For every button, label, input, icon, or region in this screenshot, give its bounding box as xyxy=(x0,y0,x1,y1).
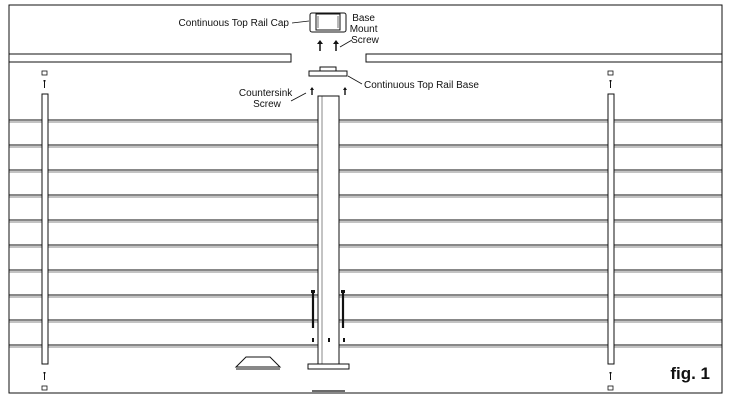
left-post-bottom-cap xyxy=(41,385,48,391)
center-post-base-plate xyxy=(307,363,350,392)
leader-base-mount-screw xyxy=(339,39,353,48)
center-post xyxy=(317,95,340,365)
base-cover xyxy=(234,356,282,370)
top-rail-cap xyxy=(309,12,347,33)
top-rail-right xyxy=(365,53,723,63)
label-top-rail-cap: Continuous Top Rail Cap xyxy=(179,18,290,29)
top-rail-base xyxy=(308,66,348,77)
label-base-mount-screw: Base Mount Screw xyxy=(350,13,381,46)
left-end-post xyxy=(41,70,49,391)
diagram-frame xyxy=(8,4,723,394)
countersink-screws xyxy=(310,87,347,95)
label-countersink-screw: Countersink Screw xyxy=(239,88,295,110)
leader-top-rail-base xyxy=(347,75,363,85)
cable-group xyxy=(9,119,722,348)
leader-top-rail-cap xyxy=(291,20,310,24)
figure-label: fig. 1 xyxy=(670,364,710,383)
left-post-top-cap xyxy=(41,70,48,76)
right-post-top-cap xyxy=(607,70,614,76)
right-post-bottom-cap xyxy=(607,385,614,391)
base-mount-screws xyxy=(317,40,339,51)
label-top-rail-base: Continuous Top Rail Base xyxy=(364,80,479,91)
lag-screws xyxy=(311,290,345,342)
right-end-post xyxy=(607,70,615,391)
leader-countersink-screw xyxy=(290,92,307,102)
top-rail-left xyxy=(8,53,292,63)
